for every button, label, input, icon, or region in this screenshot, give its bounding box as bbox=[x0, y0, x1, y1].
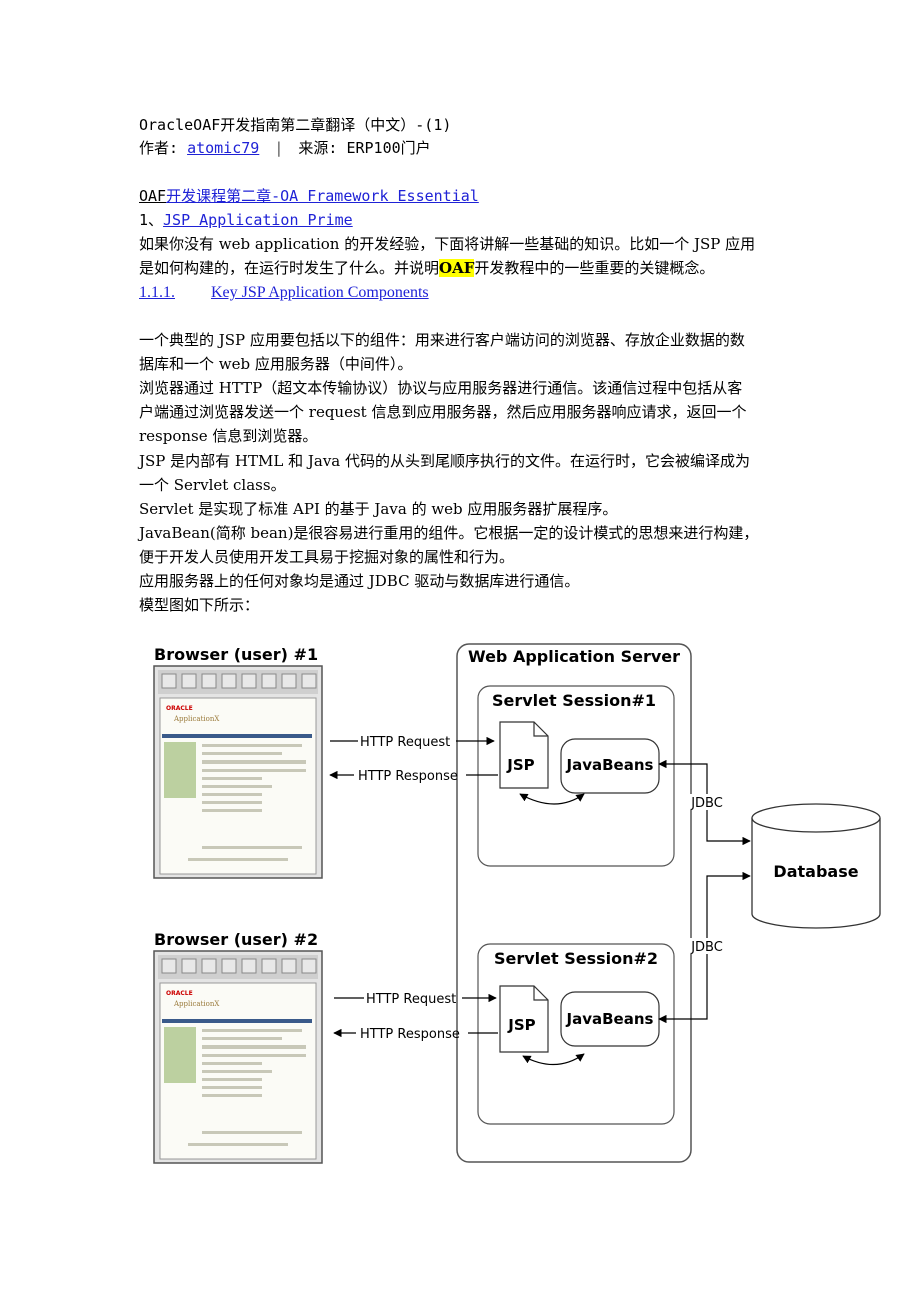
intro-line-2: 是如何构建的，在运行时发生了什么。并说明OAF开发教程中的一些重要的关键概念。 bbox=[139, 257, 714, 279]
javabeans-2-label: JavaBeans bbox=[566, 1010, 654, 1028]
subsection-line: 1、JSP Application Prime bbox=[139, 209, 353, 231]
section-heading-prefix[interactable]: OAF bbox=[139, 187, 167, 205]
jsp-1-label: JSP bbox=[506, 756, 534, 774]
oaf-highlight: OAF bbox=[439, 259, 475, 277]
http-request-1-label: HTTP Request bbox=[360, 735, 450, 750]
key-components-heading[interactable]: 1.1.1. Key JSP Application Components bbox=[139, 282, 429, 304]
body-line: 据库和一个 web 应用服务器（中间件）。 bbox=[139, 355, 413, 373]
mock-logo: ORACLE bbox=[166, 705, 193, 712]
body-line: JSP 是内部有 HTML 和 Java 代码的从头到尾顺序执行的文件。在运行时… bbox=[139, 452, 751, 470]
body-line: Servlet 是实现了标准 API 的基于 Java 的 web 应用服务器扩… bbox=[139, 500, 618, 518]
http-request-2-label: HTTP Request bbox=[366, 992, 456, 1007]
jdbc-1-label: JDBC bbox=[690, 796, 723, 811]
session-2-label: Servlet Session#2 bbox=[494, 949, 658, 968]
key-components-number[interactable]: 1.1.1. bbox=[139, 284, 175, 301]
author-label: 作者: bbox=[139, 139, 179, 157]
section-heading-link[interactable]: 开发课程第二章-OA Framework Essential bbox=[166, 187, 479, 205]
http-response-1-label: HTTP Response bbox=[358, 769, 458, 784]
session-1-label: Servlet Session#1 bbox=[492, 691, 656, 710]
architecture-diagram: Browser (user) #1 ORACLE ApplicationX Br… bbox=[153, 643, 881, 1164]
intro-line-1: 如果你没有 web application 的开发经验，下面将讲解一些基础的知识… bbox=[139, 235, 756, 253]
mock-logo: ORACLE bbox=[166, 990, 193, 997]
browser-2-mock: ORACLE ApplicationX bbox=[153, 950, 323, 1164]
key-components-link[interactable]: Key JSP Application Components bbox=[211, 284, 429, 301]
author-line: 作者: atomic79 | 来源: ERP100门户 bbox=[139, 137, 431, 159]
jsp-2-file-icon bbox=[499, 985, 549, 1053]
subsection-index: 1、 bbox=[139, 211, 164, 229]
javabeans-1-label: JavaBeans bbox=[566, 756, 654, 774]
mock-app-title: ApplicationX bbox=[173, 1000, 219, 1008]
browser-2-label: Browser (user) #2 bbox=[154, 930, 318, 949]
source-label: 来源: ERP100门户 bbox=[298, 139, 431, 157]
body-line: 户端通过浏览器发送一个 request 信息到应用服务器，然后应用服务器响应请求… bbox=[139, 403, 747, 421]
database-cylinder bbox=[751, 803, 881, 929]
http-response-2-label: HTTP Response bbox=[360, 1027, 460, 1042]
author-link[interactable]: atomic79 bbox=[187, 139, 260, 157]
mock-app-title: ApplicationX bbox=[173, 715, 219, 723]
intro-text-a: 是如何构建的，在运行时发生了什么。并说明 bbox=[139, 259, 440, 277]
body-line: JavaBean(简称 bean)是很容易进行重用的组件。它根据一定的设计模式的… bbox=[139, 524, 759, 542]
body-line: 浏览器通过 HTTP（超文本传输协议）协议与应用服务器进行通信。该通信过程中包括… bbox=[139, 379, 743, 397]
web-server-label: Web Application Server bbox=[468, 647, 680, 666]
section-heading[interactable]: OAF开发课程第二章-OA Framework Essential bbox=[139, 185, 479, 207]
body-line: 一个典型的 JSP 应用要包括以下的组件：用来进行客户端访问的浏览器、存放企业数… bbox=[139, 331, 745, 349]
database-label: Database bbox=[773, 862, 858, 881]
jdbc-2-label: JDBC bbox=[690, 940, 723, 955]
body-line: 模型图如下所示： bbox=[139, 596, 260, 614]
subsection-link[interactable]: JSP Application Prime bbox=[163, 211, 353, 229]
browser-1-mock: ORACLE ApplicationX bbox=[153, 665, 323, 879]
body-line: 便于开发人员使用开发工具易于挖掘对象的属性和行为。 bbox=[139, 548, 515, 566]
intro-text-b: 开发教程中的一些重要的关键概念。 bbox=[474, 259, 715, 277]
body-line: 一个 Servlet class。 bbox=[139, 476, 286, 494]
body-line: 应用服务器上的任何对象均是通过 JDBC 驱动与数据库进行通信。 bbox=[139, 572, 580, 590]
jsp-1-file-icon bbox=[499, 721, 549, 789]
body-line: response 信息到浏览器。 bbox=[139, 427, 318, 445]
author-separator: | bbox=[274, 139, 284, 157]
browser-1-label: Browser (user) #1 bbox=[154, 645, 318, 664]
jsp-2-label: JSP bbox=[507, 1016, 535, 1034]
doc-title: OracleOAF开发指南第二章翻译（中文）-(1) bbox=[139, 116, 452, 134]
